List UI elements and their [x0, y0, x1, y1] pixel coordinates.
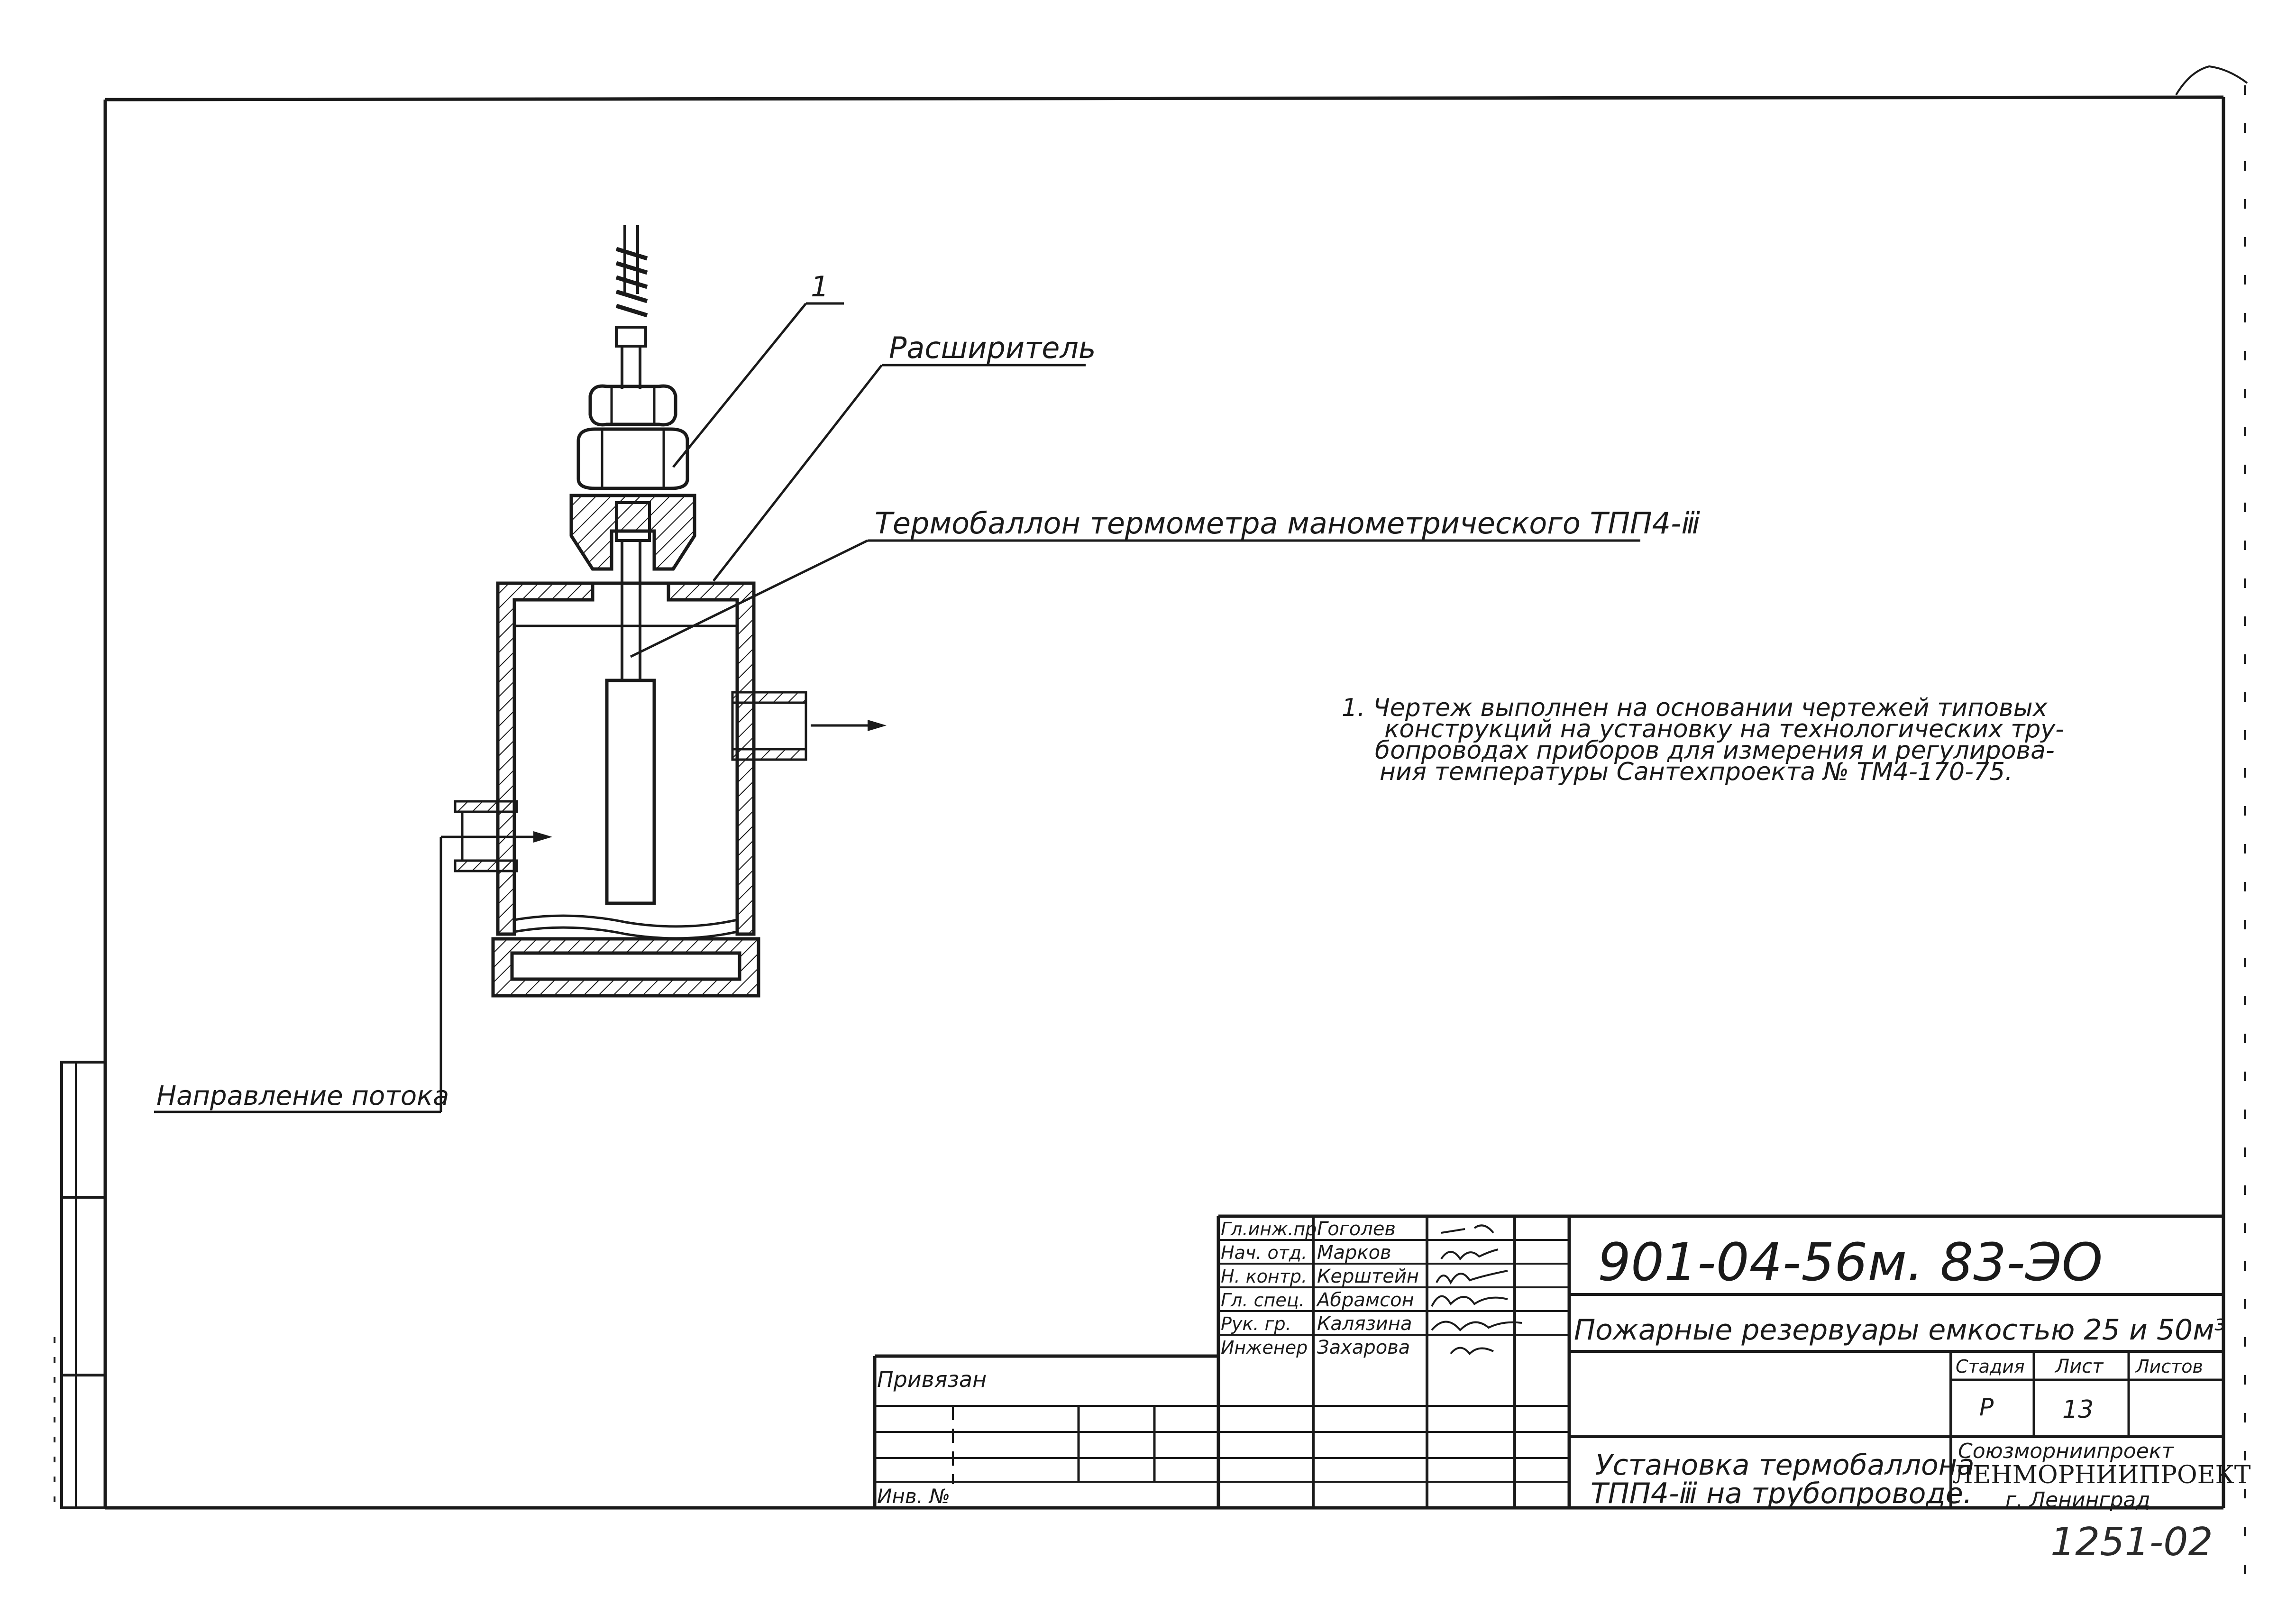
- signatory-name: Керштейн: [1317, 1266, 1419, 1287]
- note-line: 1. Чертеж выполнен на основании чертежей…: [1342, 694, 2048, 722]
- signatory-name: Абрамсон: [1316, 1289, 1414, 1311]
- signatory-name: Марков: [1317, 1242, 1391, 1264]
- inlet-pipe: [454, 800, 518, 872]
- note-line: конструкций на установку на технологичес…: [1384, 715, 2064, 743]
- outlet-pipe: [731, 691, 807, 761]
- sheet-title-line2: ТПП4-ⅲ на трубопроводе.: [1591, 1477, 1972, 1510]
- outlet-flow-arrow: [811, 720, 887, 731]
- signatory-name: Калязина: [1317, 1313, 1412, 1335]
- inventory-label: Инв. №: [877, 1485, 950, 1508]
- stage-value: Р: [1979, 1394, 1994, 1421]
- leader-lines: [154, 302, 1640, 1113]
- expander-body: [569, 494, 696, 571]
- signatory-table: Гл.инж.пр. Гоголев Нач. отд. Марков Н. к…: [1221, 1218, 1419, 1358]
- signatory-role: Нач. отд.: [1221, 1242, 1307, 1263]
- signatory-role: Гл.инж.пр.: [1221, 1219, 1322, 1239]
- signatory-name: Захарова: [1317, 1337, 1410, 1358]
- organization-line3: г. Ленинград: [2005, 1488, 2150, 1512]
- lower-nut: [576, 427, 689, 490]
- item-number-label: 1: [811, 270, 829, 303]
- note-line: бопроводах приборов для измерения и регу…: [1375, 736, 2055, 765]
- tied-label: Привязан: [877, 1367, 987, 1392]
- signatory-role: Инженер: [1221, 1337, 1308, 1358]
- inlet-flow-arrow: [474, 831, 552, 843]
- upper-nut: [588, 384, 677, 427]
- sheets-header: Листов: [2135, 1356, 2203, 1377]
- thermobulb-assembly: [154, 225, 1640, 1113]
- flow-direction-label: Направление потока: [156, 1081, 449, 1111]
- stage-header: Стадия: [1956, 1356, 2025, 1377]
- signatures: [1431, 1224, 1522, 1355]
- vessel-body: [491, 581, 760, 998]
- sensor-bulb: [605, 679, 656, 905]
- signatory-name: Гоголев: [1317, 1218, 1396, 1240]
- note-line: ния температуры Сантехпроекта № ТМ4-170-…: [1380, 758, 2013, 786]
- organization-line1: Союзморниипроект: [1958, 1439, 2174, 1463]
- signatory-role: Гл. спец.: [1221, 1290, 1305, 1311]
- thermobulb-label: Термобаллон термометра манометрического …: [875, 506, 1700, 541]
- expander-label: Расширитель: [889, 330, 1096, 365]
- organization-line2: ЛЕНМОРНИИПРОЕКТ: [1952, 1461, 2251, 1489]
- archive-number: 1251-02: [2050, 1520, 2213, 1565]
- sheet-value: 13: [2062, 1395, 2094, 1424]
- capillary-spring: [615, 225, 648, 318]
- binding-strip: [54, 1061, 107, 1509]
- drawing-designation: 901-04-56м. 83-ЭО: [1598, 1232, 2103, 1293]
- sheet-header: Лист: [2054, 1356, 2104, 1377]
- project-title: Пожарные резервуары емкостью 25 и 50м³: [1574, 1313, 2226, 1347]
- signatory-role: Н. контр.: [1221, 1266, 1307, 1287]
- general-notes: 1. Чертеж выполнен на основании чертежей…: [1342, 694, 2064, 786]
- drawing-frame: [103, 65, 2248, 1574]
- title-block: [873, 1214, 2223, 1508]
- signatory-role: Рук. гр.: [1221, 1313, 1291, 1334]
- sheet-title-line1: Установка термобаллона: [1595, 1449, 1975, 1482]
